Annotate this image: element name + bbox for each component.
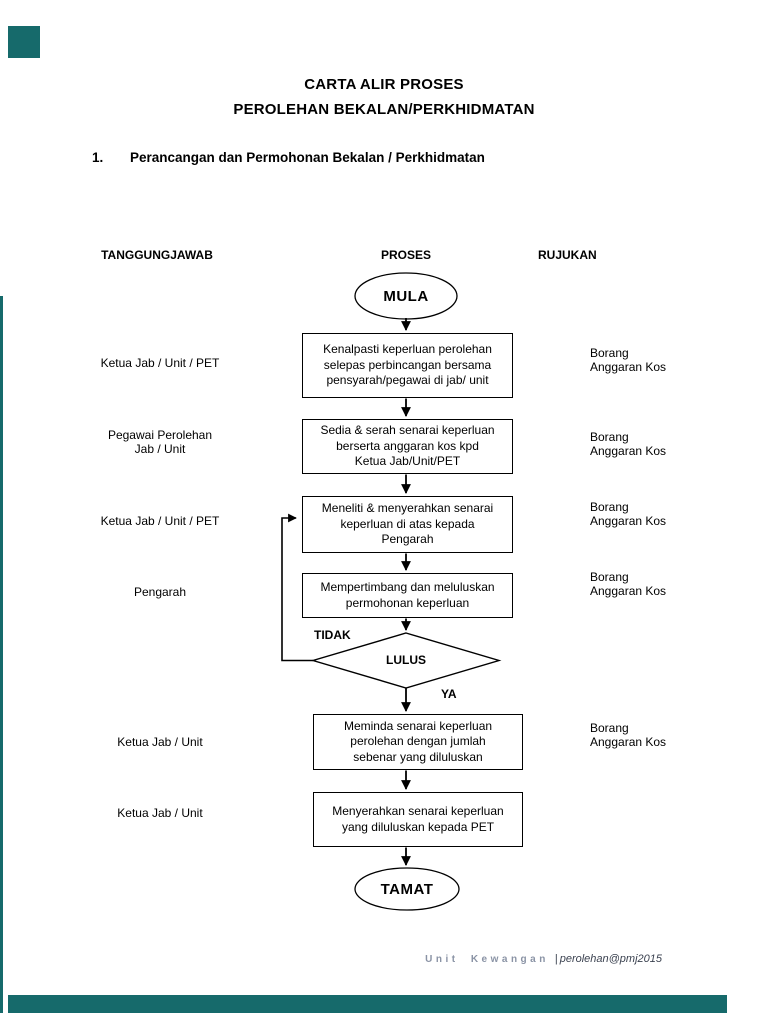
page-edge-corner-square [8,26,40,58]
process-box-3: Meneliti & menyerahkan senarai keperluan… [302,496,513,553]
section-heading: 1. Perancangan dan Permohonan Bekalan / P… [92,150,485,165]
responsibility-label-4-line: Pengarah [133,585,187,599]
process-box-6-line: yang diluluskan kepada PET [341,819,495,834]
reference-label-4-line: Borang [590,570,629,584]
end-terminal-label: TAMAT [380,881,434,898]
responsibility-label-5: Ketua Jab / Unit [60,735,260,749]
responsibility-label-6: Ketua Jab / Unit [60,806,260,820]
page-edge-left-strip [0,296,3,1013]
responsibility-label-3: Ketua Jab / Unit / PET [60,514,260,528]
process-box-3-line: keperluan di atas kepada [340,516,475,531]
process-box-2-line: Ketua Jab/Unit/PET [354,454,461,469]
reference-label-1-line: Anggaran Kos [590,360,667,374]
column-header-responsibility: TANGGUNGJAWAB [101,248,213,262]
reference-label-2-line: Anggaran Kos [590,444,667,458]
responsibility-label-2-line: Pegawai Perolehan [107,428,213,442]
process-box-5-line: sebenar yang diluluskan [353,749,483,764]
responsibility-label-6-line: Ketua Jab / Unit [117,806,203,820]
reference-label-1-line: Borang [590,346,629,360]
process-box-5-line: Meminda senarai keperluan [343,718,493,733]
page-footer: Unit Kewangan |perolehan@pmj2015 [0,953,662,965]
reference-label-2: Borang Anggaran Kos [590,430,720,458]
process-box-4-line: Mempertimbang dan meluluskan [320,580,495,594]
process-box-6-line: Menyerahkan senarai keperluan [332,804,504,818]
footer-handle: perolehan@pmj2015 [559,953,662,965]
reference-label-4-line: Anggaran Kos [590,584,667,598]
process-box-5: Meminda senarai keperluan perolehan deng… [313,714,523,770]
process-box-3-line: Meneliti & menyerahkan senarai [321,501,494,516]
footer-unit-label: Unit Kewangan [425,954,549,965]
responsibility-label-3-line: Ketua Jab / Unit / PET [100,514,220,528]
decision-no-label: TIDAK [314,628,351,642]
process-box-5-line: perolehan dengan jumlah [350,734,486,749]
process-box-1-line: pensyarah/pegawai di jab/ unit [326,373,489,388]
process-box-3-line: Pengarah [381,532,434,547]
page-edge-bottom-bar [8,995,727,1013]
reference-label-3-line: Anggaran Kos [590,514,667,528]
start-terminal-label: MULA [383,288,429,305]
process-box-2: Sedia & serah senarai keperluan berserta… [302,419,513,474]
section-number: 1. [92,150,104,165]
responsibility-label-4: Pengarah [60,585,260,599]
reference-label-5-line: Anggaran Kos [590,735,667,749]
reference-label-3: Borang Anggaran Kos [590,500,720,528]
process-box-2-line: berserta anggaran kos kpd [336,438,479,453]
column-header-process: PROSES [380,248,431,262]
process-box-4-line: permohonan keperluan [345,595,470,610]
responsibility-label-5-line: Ketua Jab / Unit [117,735,203,749]
process-box-1-line: Kenalpasti keperluan perolehan [323,342,492,357]
reference-label-4: Borang Anggaran Kos [590,570,720,598]
feedback-loop-no-path [281,513,313,662]
process-box-4: Mempertimbang dan meluluskan permohonan … [302,573,513,618]
reference-label-5-line: Borang [590,721,629,735]
decision-yes-label: YA [441,687,457,701]
footer-separator: | [554,953,558,965]
reference-label-5: Borang Anggaran Kos [590,721,720,749]
column-header-reference: RUJUKAN [538,248,597,262]
process-box-6: Menyerahkan senarai keperluan yang dilul… [313,792,523,847]
page-title-line2: PEROLEHAN BEKALAN/PERKHIDMATAN [233,101,535,118]
section-title: Perancangan dan Permohonan Bekalan / Per… [130,150,485,165]
reference-label-1: Borang Anggaran Kos [590,346,720,374]
reference-label-3-line: Borang [590,500,629,514]
responsibility-label-1: Ketua Jab / Unit / PET [60,356,260,370]
reference-label-2-line: Borang [590,430,629,444]
responsibility-label-1-line: Ketua Jab / Unit / PET [100,356,220,370]
process-box-1-line: selepas perbincangan bersama [323,357,492,372]
end-terminal-oval [354,867,460,911]
responsibility-label-2: Pegawai Perolehan Jab / Unit [60,428,260,456]
page-title-line1: CARTA ALIR PROSES [304,76,464,93]
responsibility-label-2-line: Jab / Unit [134,442,186,456]
process-box-1: Kenalpasti keperluan perolehan selepas p… [302,333,513,398]
process-box-2-line: Sedia & serah senarai keperluan [320,423,495,438]
decision-label: LULUS [386,653,426,667]
